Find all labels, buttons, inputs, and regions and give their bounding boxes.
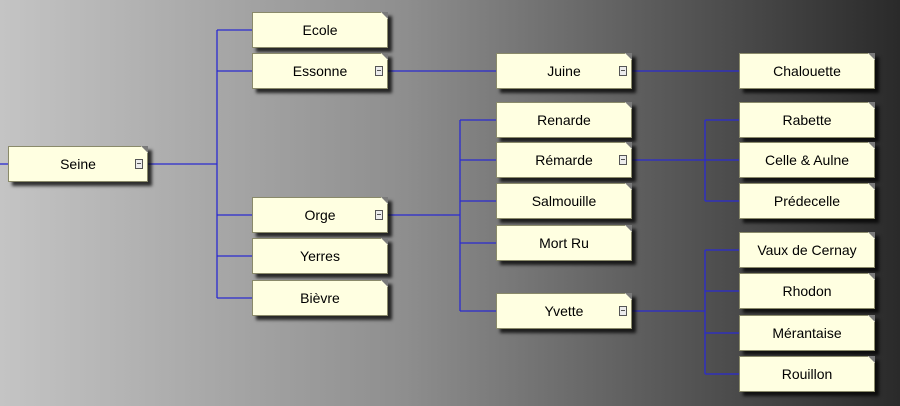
node-rouillon[interactable]: Rouillon bbox=[739, 356, 875, 392]
node-renarde[interactable]: Renarde bbox=[496, 102, 632, 138]
node-rabette[interactable]: Rabette bbox=[739, 102, 875, 138]
node-label: Essonne bbox=[292, 63, 348, 79]
node-label: Seine bbox=[60, 156, 96, 172]
node-yvette[interactable]: Yvette bbox=[496, 293, 632, 329]
node-mortru[interactable]: Mort Ru bbox=[496, 225, 632, 261]
node-juine[interactable]: Juine bbox=[496, 53, 632, 89]
node-celle[interactable]: Celle & Aulne bbox=[739, 142, 875, 178]
node-bievre[interactable]: Bièvre bbox=[252, 280, 388, 316]
node-yerres[interactable]: Yerres bbox=[252, 238, 388, 274]
node-chalouette[interactable]: Chalouette bbox=[739, 53, 875, 89]
collapse-toggle-icon[interactable] bbox=[135, 159, 143, 169]
node-vaux[interactable]: Vaux de Cernay bbox=[739, 232, 875, 268]
node-label: Chalouette bbox=[773, 63, 841, 79]
node-seine[interactable]: Seine bbox=[8, 146, 148, 182]
collapse-toggle-icon[interactable] bbox=[619, 66, 627, 76]
node-label: Yvette bbox=[544, 303, 584, 319]
node-merantaise[interactable]: Mérantaise bbox=[739, 315, 875, 351]
node-label: Celle & Aulne bbox=[764, 152, 850, 168]
node-predecelle[interactable]: Prédecelle bbox=[739, 183, 875, 219]
node-label: Orge bbox=[304, 207, 336, 223]
collapse-toggle-icon[interactable] bbox=[619, 306, 627, 316]
node-label: Bièvre bbox=[300, 290, 340, 306]
node-label: Prédecelle bbox=[773, 193, 841, 209]
node-label: Mérantaise bbox=[772, 325, 842, 341]
collapse-toggle-icon[interactable] bbox=[375, 66, 383, 76]
collapse-toggle-icon[interactable] bbox=[375, 210, 383, 220]
node-essonne[interactable]: Essonne bbox=[252, 53, 388, 89]
node-label: Mort Ru bbox=[539, 235, 589, 251]
node-label: Juine bbox=[547, 63, 581, 79]
node-label: Vaux de Cernay bbox=[757, 242, 857, 258]
collapse-toggle-icon[interactable] bbox=[619, 155, 627, 165]
node-ecole[interactable]: Ecole bbox=[252, 12, 388, 48]
node-label: Rémarde bbox=[535, 152, 593, 168]
node-label: Yerres bbox=[300, 248, 340, 264]
node-label: Renarde bbox=[537, 112, 591, 128]
node-label: Rhodon bbox=[782, 283, 832, 299]
node-label: Salmouille bbox=[531, 193, 597, 209]
node-label: Rabette bbox=[782, 112, 832, 128]
node-rhodon[interactable]: Rhodon bbox=[739, 273, 875, 309]
node-orge[interactable]: Orge bbox=[252, 197, 388, 233]
node-remarde[interactable]: Rémarde bbox=[496, 142, 632, 178]
node-salmouille[interactable]: Salmouille bbox=[496, 183, 632, 219]
node-label: Ecole bbox=[302, 22, 338, 38]
node-label: Rouillon bbox=[781, 366, 833, 382]
